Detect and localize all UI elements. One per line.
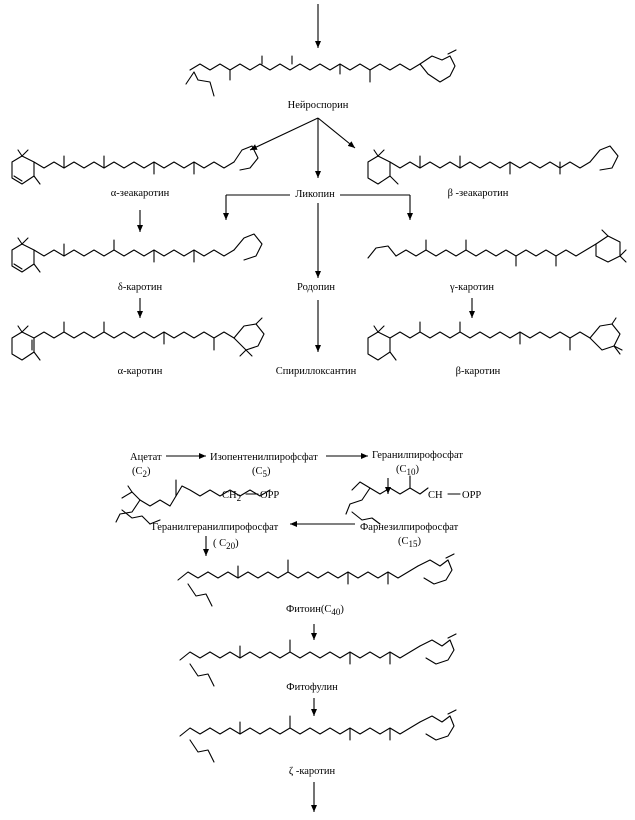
arrow-to-beta-zeacarotene [317, 117, 356, 149]
label-rhodopin: Родопин [297, 282, 335, 293]
label-phytofluene: Фитофулин [286, 682, 338, 693]
label-zeta-carotene: ζ -каротин [289, 766, 336, 777]
label-spirilloxanthin: Спириллоксантин [276, 366, 357, 377]
fpp-structure [345, 475, 429, 525]
label-ipp: Изопентенилпирофсфат [210, 452, 318, 463]
label-phytoene: Фитоин(C40) [286, 604, 344, 617]
label-ch2: CH2 [222, 490, 241, 503]
alpha-carotene-structure [11, 317, 265, 361]
beta-carotene-structure [367, 317, 623, 361]
label-fpp: Фарнезилпирофосфат [360, 522, 459, 533]
gamma-carotene-structure [367, 229, 627, 267]
ggpp-structure [115, 479, 271, 525]
label-neurosporene: Нейроспорин [288, 100, 349, 111]
beta-zeacarotene-structure [367, 145, 619, 185]
label-acetate-c: (C2) [132, 466, 151, 479]
label-delta-carotene: δ-каротин [118, 282, 163, 293]
label-ipp-c: (C5) [252, 466, 271, 479]
phytofluene-structure [179, 633, 457, 687]
label-opp-ggpp: OPP [260, 490, 279, 501]
label-gpp-c: (C10) [396, 464, 420, 477]
label-gamma-carotene: γ-каротин [449, 282, 494, 293]
label-alpha-carotene: α-каротин [118, 366, 163, 377]
delta-carotene-structure [11, 233, 263, 273]
neurosporene-structure [185, 49, 457, 97]
label-ggpp: Геранилгеранилпирофосфат [152, 522, 279, 533]
label-gpp: Геранилпирофосфат [372, 450, 463, 461]
label-ggpp-c: ( C20) [213, 538, 239, 551]
phytoene-structure [177, 553, 455, 607]
label-acetate: Ацетат [130, 452, 162, 463]
label-beta-carotene: β-каротин [456, 366, 501, 377]
label-beta-zeacarotene: β -зеакаротин [448, 188, 509, 199]
alpha-zeacarotene-structure [11, 145, 259, 185]
arrow-to-alpha-zeacarotene [249, 117, 319, 151]
label-ch2-fpp: CH [428, 490, 443, 501]
label-fpp-c: (C15) [398, 536, 422, 549]
label-alpha-zeacarotene: α-зеакаротин [111, 188, 170, 199]
zeta-carotene-structure [179, 709, 457, 763]
label-lycopene: Ликопин [295, 189, 335, 200]
label-opp-fpp: OPP [462, 490, 481, 501]
